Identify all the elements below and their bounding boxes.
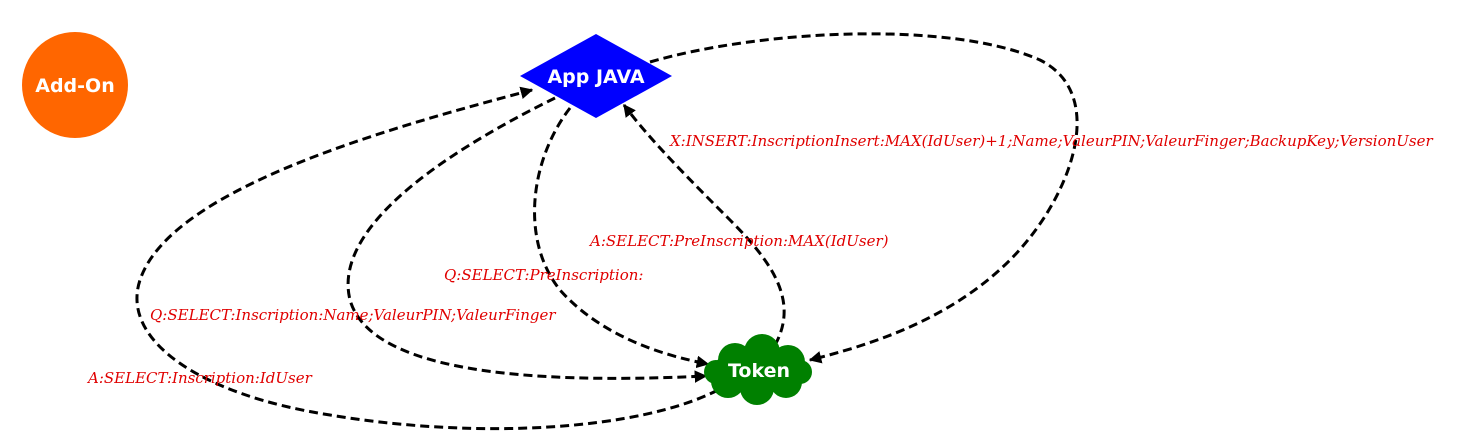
edge-label-answer-inscription: A:SELECT:Inscription:IdUser — [86, 369, 313, 387]
edge-answer-inscription — [135, 86, 719, 431]
node-app-java: App JAVA — [520, 34, 672, 118]
app-java-label: App JAVA — [547, 66, 644, 88]
edge-answer-preinscription — [622, 103, 786, 346]
edge-label-answer-preinscription: A:SELECT:PreInscription:MAX(IdUser) — [588, 232, 889, 250]
node-addon: Add-On — [22, 32, 128, 138]
edge-insert — [649, 32, 1079, 364]
addon-label: Add-On — [35, 75, 114, 97]
edge-label-query-preinscription: Q:SELECT:PreInscription: — [444, 266, 643, 284]
token-label: Token — [728, 360, 790, 382]
edge-label-insert: X:INSERT:InscriptionInsert:MAX(IdUser)+1… — [669, 132, 1433, 150]
edge-query-preinscription — [533, 107, 710, 369]
edge-label-query-inscription: Q:SELECT:Inscription:Name;ValeurPIN;Vale… — [150, 306, 556, 324]
token-cloud — [704, 334, 812, 405]
node-token: Token — [704, 334, 812, 405]
app-java-diamond — [520, 34, 672, 118]
addon-circle — [22, 32, 128, 138]
